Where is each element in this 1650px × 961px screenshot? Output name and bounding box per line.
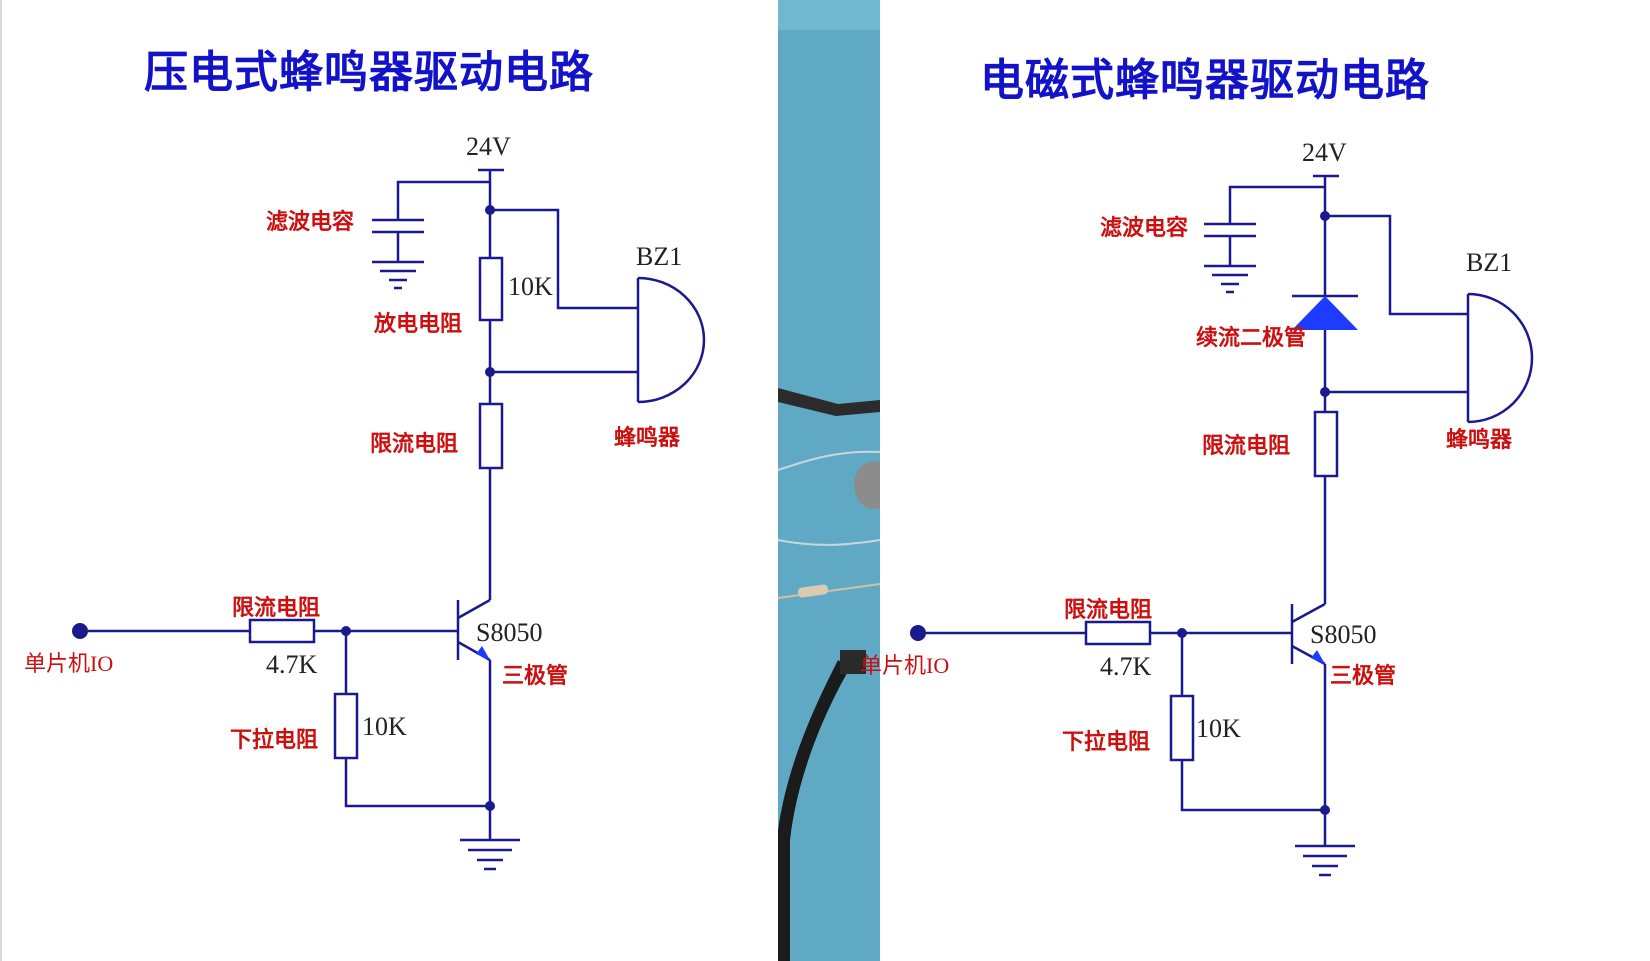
pulldown-res-label: 下拉电阻 (230, 728, 319, 753)
black-cable (778, 660, 850, 961)
junction-dot (341, 626, 351, 636)
mcu-io-label: 单片机IO (24, 651, 114, 676)
lead-wire (778, 450, 880, 471)
junction-dot (485, 205, 495, 215)
base-resistor (1084, 620, 1152, 646)
transistor-model-label: S8050 (476, 618, 543, 647)
pulldown-res-label: 下拉电阻 (1062, 730, 1151, 755)
buzzer-ref-label: BZ1 (636, 242, 683, 271)
transistor-collector (457, 598, 491, 620)
electromagnetic-circuit-panel: 电磁式蜂鸣器驱动电路 24V 滤波电容 BZ1 续流二极管 蜂鸣器 限流电阻 限… (860, 0, 1650, 961)
limit-res-base-label: 限流电阻 (1064, 598, 1153, 623)
transistor-model-label: S8050 (1310, 620, 1377, 649)
pulldown-ground-wire (344, 758, 490, 808)
buzzer-ref-label: BZ1 (1466, 248, 1513, 277)
pulldown-ground-wire (1180, 760, 1325, 812)
res-10k-bottom-label: 10K (362, 712, 407, 741)
pulldown-resistor (333, 692, 359, 760)
diode-triangle (1292, 296, 1358, 330)
junction-dot (485, 367, 495, 377)
electromagnetic-circuit-schematic (910, 174, 1534, 877)
buzzer-arc (1467, 292, 1534, 424)
supply-label: 24V (1302, 138, 1347, 167)
res-4k7-label: 4.7K (266, 650, 318, 679)
electromagnetic-title: 电磁式蜂鸣器驱动电路 (980, 55, 1430, 106)
emitter-arrow (1311, 650, 1325, 664)
resistor-part (797, 584, 829, 598)
transistor-collector (1291, 602, 1326, 624)
buzzer-label: 蜂鸣器 (614, 426, 681, 451)
buzzer-pin1-wire (490, 208, 638, 310)
mcu-io-label: 单片机IO (860, 653, 950, 678)
junction-dot (1320, 387, 1330, 397)
buzzer-pin1-wire (1325, 214, 1468, 316)
buzzer-label: 蜂鸣器 (1446, 428, 1513, 453)
buzzer-part (854, 461, 880, 509)
res-10k-label: 10K (508, 272, 553, 301)
buzzer-arc (637, 276, 706, 404)
junction-dot (1320, 211, 1330, 221)
limit-resistor-top (478, 402, 504, 470)
limit-resistor-top (1313, 410, 1339, 478)
discharge-resistor (478, 256, 504, 322)
resistor-lead (778, 583, 880, 599)
photo-strip (778, 0, 880, 961)
io-pin-dot (72, 623, 88, 639)
base-resistor (248, 618, 316, 644)
limit-res-top-label: 限流电阻 (370, 432, 459, 457)
diode-label: 续流二极管 (1196, 326, 1307, 351)
piezo-circuit-schematic (72, 168, 706, 871)
res-10k-bottom-label: 10K (1196, 714, 1241, 743)
piezo-circuit-panel: 压电式蜂鸣器驱动电路 24V 滤波电容 10K 放电电阻 BZ1 蜂鸣器 限流电… (0, 0, 778, 961)
photo-strip-art (778, 0, 880, 961)
piezo-title: 压电式蜂鸣器驱动电路 (144, 47, 594, 98)
cap-wire (396, 180, 490, 220)
res-4k7-label: 4.7K (1100, 652, 1152, 681)
transistor-label: 三极管 (1330, 664, 1397, 689)
limit-res-top-label: 限流电阻 (1202, 434, 1291, 459)
junction-dot (485, 801, 495, 811)
discharge-res-label: 放电电阻 (374, 312, 463, 337)
filter-cap-label: 滤波电容 (1100, 216, 1189, 241)
lead-wire (778, 539, 880, 546)
filter-cap-label: 滤波电容 (266, 210, 355, 235)
junction-dot (1177, 628, 1187, 638)
junction-dot (1320, 805, 1330, 815)
io-pin-dot (910, 625, 926, 641)
transistor-label: 三极管 (502, 664, 569, 689)
emitter-arrow (476, 646, 490, 660)
probe-cable (778, 388, 880, 416)
pulldown-resistor (1169, 694, 1195, 762)
limit-res-base-label: 限流电阻 (232, 596, 321, 621)
cable-connector (840, 650, 866, 674)
supply-label: 24V (466, 132, 511, 161)
cap-wire (1228, 185, 1325, 224)
left-edge-line (0, 0, 2, 961)
